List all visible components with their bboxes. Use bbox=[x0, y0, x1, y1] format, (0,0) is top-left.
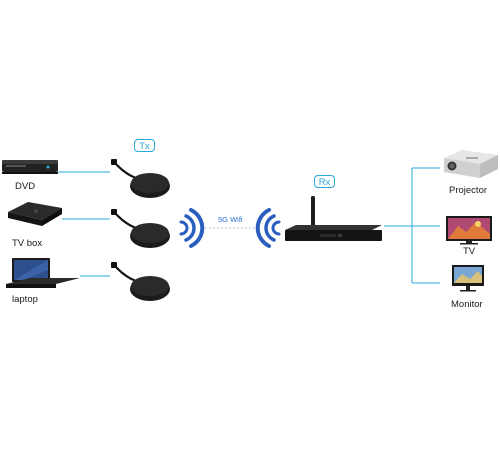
dongle-icon-3 bbox=[111, 262, 170, 301]
dongle-icon-2 bbox=[111, 209, 170, 248]
dvd-player-icon bbox=[2, 160, 58, 174]
source-label-tvbox: TV box bbox=[12, 238, 43, 249]
display-label-tv: TV bbox=[463, 246, 476, 257]
source-connector-lines bbox=[58, 171, 110, 277]
wifi-label: 5G Wifi bbox=[218, 215, 243, 224]
receiver-box-icon bbox=[285, 196, 382, 241]
source-label-dvd: DVD bbox=[15, 181, 36, 192]
wifi-signal-icon-left bbox=[179, 208, 205, 248]
source-label-laptop: laptop bbox=[12, 294, 38, 305]
dongle-icon-1 bbox=[111, 159, 170, 198]
tv-icon bbox=[446, 216, 492, 245]
tv-box-icon bbox=[8, 202, 62, 226]
tx-tag: Tx bbox=[134, 139, 155, 152]
wifi-signal-icon-right bbox=[255, 208, 281, 248]
monitor-icon bbox=[452, 265, 484, 292]
laptop-icon bbox=[6, 258, 80, 288]
display-label-projector: Projector bbox=[449, 185, 488, 196]
display-label-monitor: Monitor bbox=[451, 299, 483, 310]
projector-icon bbox=[444, 150, 498, 178]
display-connector-lines bbox=[384, 167, 440, 284]
rx-tag: Rx bbox=[314, 175, 335, 188]
